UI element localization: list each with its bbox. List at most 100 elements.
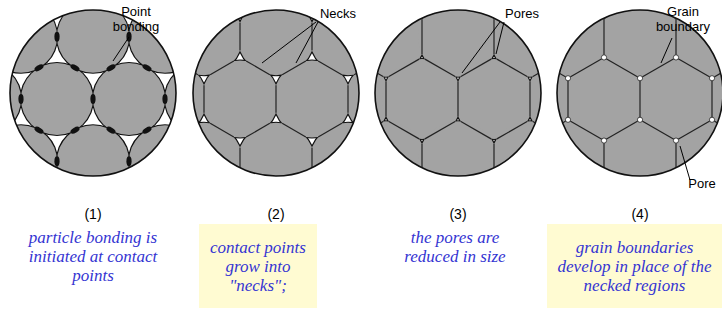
stage-caption: particle bonding is initiated at contact… bbox=[28, 228, 158, 285]
point-bond bbox=[69, 63, 80, 73]
neck-line bbox=[275, 85, 276, 112]
point-bond bbox=[54, 156, 59, 166]
stage-4-drawing bbox=[532, 0, 722, 182]
point-bond bbox=[105, 125, 116, 135]
stage-number: (1) bbox=[63, 206, 123, 222]
compact-outline bbox=[557, 10, 722, 176]
compact-ground bbox=[557, 10, 722, 176]
neck-line bbox=[497, 59, 527, 76]
grain-fill bbox=[557, 10, 722, 176]
residual-pore bbox=[709, 76, 714, 81]
neck-line bbox=[311, 148, 312, 175]
leader-line bbox=[680, 146, 690, 180]
stage-caption: grain boundaries develop in place of the… bbox=[547, 224, 722, 308]
point-bond bbox=[105, 63, 116, 73]
particle-outline bbox=[21, 0, 93, 10]
particle-group bbox=[130, 0, 423, 200]
powder-particle bbox=[21, 63, 93, 135]
neck-line bbox=[389, 121, 419, 138]
powder-particle bbox=[418, 121, 498, 201]
residual-pore bbox=[601, 55, 606, 60]
compact-outline bbox=[375, 10, 541, 176]
grain-boundary-line bbox=[604, 57, 640, 78]
neck-line bbox=[354, 123, 378, 137]
leader-line bbox=[661, 38, 672, 63]
residual-pore bbox=[601, 138, 606, 143]
powder-particle bbox=[0, 125, 57, 197]
particle-group bbox=[532, 0, 722, 182]
point-bond bbox=[0, 125, 9, 135]
neck-line bbox=[174, 123, 198, 137]
residual-pore bbox=[673, 138, 678, 143]
neck-line bbox=[425, 121, 455, 138]
particle-outline bbox=[57, 1, 129, 73]
neck-line bbox=[311, 23, 312, 50]
neck-line bbox=[239, 23, 240, 50]
neck-line bbox=[210, 61, 234, 75]
point-bond bbox=[69, 125, 80, 135]
grain-boundary-line bbox=[676, 120, 712, 141]
powder-particle bbox=[238, 123, 315, 200]
point-bond bbox=[141, 125, 152, 135]
residual-pore bbox=[637, 117, 642, 122]
leader-line bbox=[462, 22, 500, 73]
neck-line bbox=[347, 85, 348, 112]
grain-boundary-line bbox=[604, 0, 640, 16]
stage-2-drawing bbox=[130, 0, 423, 200]
grain-boundary-line bbox=[639, 78, 640, 120]
neck-line bbox=[493, 19, 494, 54]
neck-line bbox=[461, 121, 491, 138]
neck-line bbox=[533, 121, 563, 138]
stage-number: (4) bbox=[610, 206, 670, 222]
point-bond bbox=[162, 94, 167, 104]
neck-line bbox=[389, 59, 419, 76]
point-bond bbox=[54, 32, 59, 42]
point-bond bbox=[0, 63, 9, 73]
grain-boundary-line bbox=[532, 57, 568, 78]
neck-line bbox=[246, 61, 270, 75]
grain-boundary-line bbox=[711, 78, 712, 120]
neck-line bbox=[493, 144, 494, 179]
powder-particle bbox=[93, 63, 165, 135]
point-bond bbox=[177, 125, 188, 135]
particle-outline bbox=[238, 123, 315, 200]
residual-pore bbox=[637, 76, 642, 81]
callout-label: Pores bbox=[496, 6, 548, 21]
powder-particle bbox=[21, 0, 93, 10]
neck-line bbox=[425, 59, 455, 76]
stage-caption: the pores are reduced in size bbox=[402, 228, 508, 266]
grain-boundary-line bbox=[568, 120, 604, 141]
particle-group bbox=[0, 0, 237, 197]
leader-line bbox=[113, 37, 129, 61]
neck-line bbox=[282, 123, 306, 137]
callout-label: Necks bbox=[312, 6, 364, 21]
powder-particle bbox=[57, 1, 129, 73]
neck-line bbox=[210, 0, 234, 12]
particle-outline bbox=[418, 121, 498, 201]
grain-boundary-line bbox=[676, 57, 712, 78]
neck-line bbox=[246, 123, 270, 137]
compact-outline bbox=[10, 10, 176, 176]
neck-line bbox=[354, 61, 378, 75]
grain-boundary-line bbox=[567, 78, 568, 120]
stage-caption: contact points grow into "necks"; bbox=[199, 224, 317, 308]
neck-line bbox=[203, 85, 204, 112]
compact-outline bbox=[193, 10, 359, 176]
point-bond bbox=[90, 94, 95, 104]
neck-line bbox=[457, 82, 458, 117]
particle-outline bbox=[0, 125, 57, 197]
grain-boundary-line bbox=[640, 120, 676, 141]
grain-boundary-line bbox=[604, 120, 640, 141]
neck-line bbox=[353, 121, 383, 138]
neck-line bbox=[529, 82, 530, 117]
leader-line bbox=[496, 22, 504, 54]
callout-label: Grain boundary bbox=[650, 4, 716, 34]
neck-line bbox=[389, 0, 419, 14]
point-bond bbox=[33, 1, 44, 11]
neck-line bbox=[421, 19, 422, 54]
point-bond bbox=[18, 94, 23, 104]
grain-boundary-line bbox=[568, 0, 604, 16]
point-bond bbox=[141, 63, 152, 73]
